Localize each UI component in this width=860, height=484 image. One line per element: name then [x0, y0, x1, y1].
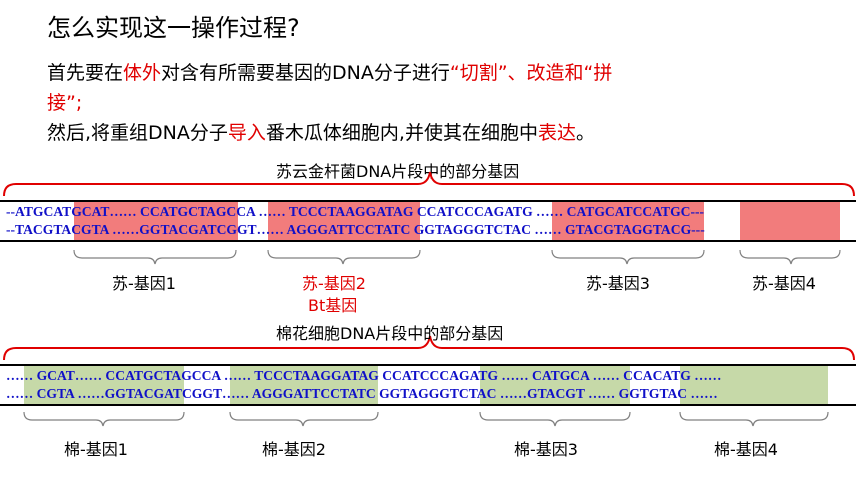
label-mian-gene3: 棉-基因3: [514, 440, 578, 459]
label-bt-gene: Bt基因: [308, 296, 358, 315]
section2-sequence-block: …… GCAT…… CCATGCTAGCCA …… TCCCTAAGGATAG …: [0, 364, 860, 406]
highlight-su-gene4: [740, 202, 840, 240]
section1-sequence-block: --ATGCATGCAT…… CCATGCTAGCCA …… TCCCTAAGG…: [0, 200, 860, 242]
para1-text-c: 对含有所需要基因的DNA分子进行: [161, 62, 450, 84]
para1-emph-join: 接”;: [47, 92, 83, 114]
highlight-mian-gene2: [230, 366, 378, 404]
strand-line-top: [0, 200, 856, 202]
label-su-gene2: 苏-基因2: [302, 274, 366, 293]
para1-emph-outside: 体外: [123, 62, 162, 84]
label-su-gene4: 苏-基因4: [752, 274, 816, 293]
sub-brace-mian2: [229, 411, 379, 427]
sub-brace-su1: [73, 249, 237, 265]
sub-brace-mian1: [23, 411, 185, 427]
highlight-mian-gene3: [480, 366, 630, 404]
para2-text-c: 番木瓜体细胞内,并使其在细胞中: [265, 122, 538, 144]
para2-emph-express: 表达: [537, 122, 576, 144]
para1-emph-cut: “切割”、改造和“拼: [449, 62, 613, 84]
section1-seq-bottom: --TACGTACGTA ……GGTACGATCGGT…… AGGGATTCCT…: [6, 222, 705, 237]
section2-caption: 棉花细胞DNA片段中的部分基因: [276, 324, 504, 343]
section1-seq-top: --ATGCATGCAT…… CCATGCTAGCCA …… TCCCTAAGG…: [6, 204, 705, 219]
strand-line-bottom: [0, 240, 856, 242]
sub-brace-su3: [551, 249, 705, 265]
section1-caption: 苏云金杆菌DNA片段中的部分基因: [276, 162, 520, 181]
strand-line-bottom-2: [0, 404, 856, 406]
para2-text-a: 然后,将重组DNA分子: [47, 122, 228, 144]
section2-brace: [3, 335, 855, 361]
paragraph-2: 然后,将重组DNA分子导入番木瓜体细胞内,并使其在细胞中表达。: [47, 118, 595, 148]
label-mian-gene2: 棉-基因2: [262, 440, 326, 459]
para2-emph-import: 导入: [227, 122, 266, 144]
para2-text-e: 。: [575, 122, 595, 144]
sub-brace-mian4: [679, 411, 829, 427]
paragraph-1: 首先要在体外对含有所需要基因的DNA分子进行“切割”、改造和“拼: [47, 58, 612, 88]
label-su-gene1: 苏-基因1: [112, 274, 176, 293]
section1-brace: [3, 171, 855, 197]
para1-text-a: 首先要在: [47, 62, 124, 84]
paragraph-1-cont: 接”;: [47, 88, 82, 118]
label-mian-gene4: 棉-基因4: [714, 440, 778, 459]
highlight-su-gene3: [552, 202, 704, 240]
sub-brace-su2: [267, 249, 421, 265]
section2-seq-top: …… GCAT…… CCATGCTAGCCA …… TCCCTAAGGATAG …: [6, 368, 722, 383]
label-su-gene3: 苏-基因3: [586, 274, 650, 293]
highlight-mian-gene1: [24, 366, 184, 404]
label-mian-gene1: 棉-基因1: [64, 440, 128, 459]
section2-seq-bottom: …… CGTA ……GGTACGATCGGT…… AGGGATTCCTATC G…: [6, 386, 718, 401]
sub-brace-su4: [739, 249, 841, 265]
highlight-su-gene1: [74, 202, 238, 240]
sub-brace-mian3: [479, 411, 631, 427]
highlight-mian-gene4: [680, 366, 828, 404]
slide-heading: 怎么实现这一操作过程?: [47, 14, 300, 42]
highlight-su-gene2: [268, 202, 420, 240]
strand-line-top-2: [0, 364, 856, 366]
